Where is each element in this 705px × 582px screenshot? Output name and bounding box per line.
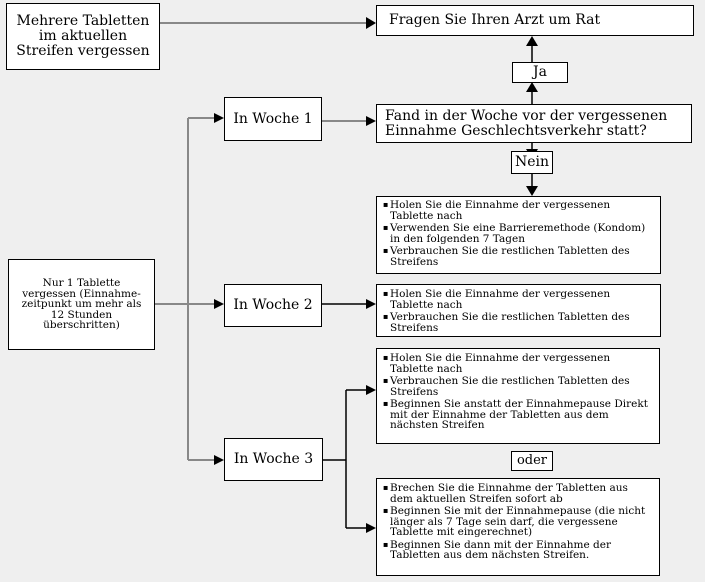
box-ask-doctor: Fragen Sie Ihren Arzt um Rat (376, 5, 694, 36)
box-week3-label: In Woche 3 (233, 451, 314, 467)
list-item: Verwenden Sie eine Barrieremethode (Kond… (383, 223, 652, 244)
list-item: Holen Sie die Einnahme der vergessenen T… (383, 353, 651, 374)
box-nein: Nein (511, 151, 553, 174)
box-week2-label: In Woche 2 (233, 297, 313, 313)
list-item: Holen Sie die Einnahme der vergessenen T… (383, 200, 652, 221)
box-week1: In Woche 1 (224, 97, 322, 141)
list-item: Verbrauchen Sie die restlichen Tabletten… (383, 246, 652, 267)
box-ja-label: Ja (533, 64, 547, 80)
box-week3-option-a: Holen Sie die Einnahme der vergessenen T… (376, 348, 660, 444)
box-question-label: Fand in der Woche vor der vergessenen Ei… (385, 107, 668, 139)
box-oder: oder (511, 451, 553, 471)
box-week1-label: In Woche 1 (233, 110, 313, 127)
box-oder-label: oder (516, 453, 548, 468)
list-item: Beginnen Sie mit der Einnahmepause (die … (383, 506, 651, 538)
box-week2: In Woche 2 (224, 284, 322, 327)
box-week1-instructions: Holen Sie die Einnahme der vergessenen T… (376, 196, 661, 274)
box-ask-doctor-label: Fragen Sie Ihren Arzt um Rat (389, 12, 601, 28)
box-single-tablet-forgotten: Nur 1 Tablette vergessen (Einnahme-zeitp… (8, 259, 155, 350)
box-nein-label: Nein (514, 154, 550, 170)
box-multiple-tablets-forgotten-label: Mehrere Tabletten im aktuellen Streifen … (16, 13, 150, 59)
list-item: Brechen Sie die Einnahme der Tabletten a… (383, 483, 651, 504)
box-week3-option-b: Brechen Sie die Einnahme der Tabletten a… (376, 478, 660, 576)
list-item: Verbrauchen Sie die restlichen Tabletten… (383, 312, 652, 333)
box-multiple-tablets-forgotten: Mehrere Tabletten im aktuellen Streifen … (6, 3, 160, 70)
list-item: Beginnen Sie anstatt der Einnahmepause D… (383, 399, 651, 431)
list-item: Holen Sie die Einnahme der vergessenen T… (383, 289, 652, 310)
box-week2-instructions: Holen Sie die Einnahme der vergessenen T… (376, 284, 661, 337)
box-ja: Ja (512, 62, 568, 83)
box-week3: In Woche 3 (224, 438, 323, 481)
list-item: Verbrauchen Sie die restlichen Tabletten… (383, 376, 651, 397)
list-item: Beginnen Sie dann mit der Einnahme der T… (383, 539, 651, 561)
box-single-tablet-label: Nur 1 Tablette vergessen (Einnahme-zeitp… (21, 277, 142, 332)
box-question-intercourse: Fand in der Woche vor der vergessenen Ei… (376, 104, 692, 143)
